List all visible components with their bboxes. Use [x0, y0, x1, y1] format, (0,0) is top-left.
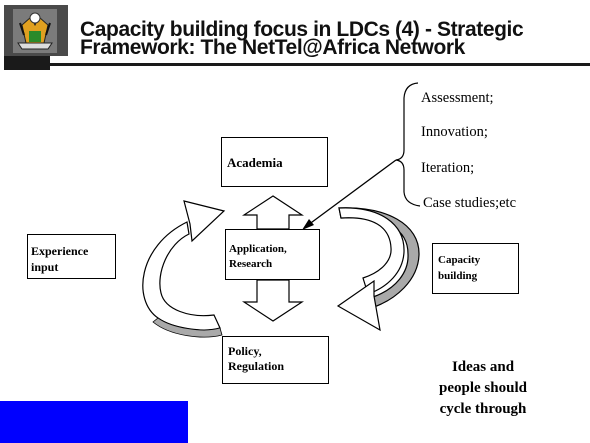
academia-label: Academia	[227, 155, 283, 170]
application-label-line-2: Research	[229, 258, 273, 270]
left-cycle-arrow	[142, 221, 221, 331]
university-crest-icon	[4, 5, 68, 56]
up-arrow	[241, 195, 305, 230]
process-list-item: Assessment;	[421, 90, 494, 106]
capacity-building-box: Capacity building	[432, 243, 519, 294]
process-list-item: Innovation;	[421, 124, 488, 140]
process-list-item: Iteration;	[421, 160, 475, 176]
accent-bar	[0, 401, 188, 443]
academia-box: Academia	[221, 137, 328, 187]
caption-line-3: cycle through	[439, 401, 527, 417]
experience-label-line-2: input	[31, 260, 59, 274]
slide-title-line-1: Capacity building focus in LDCs (4) - St…	[80, 18, 524, 41]
header-underline	[4, 56, 590, 70]
crest-emblem	[4, 5, 68, 56]
caption-line-1: Ideas and	[451, 359, 515, 375]
application-research-box: Application, Research	[225, 229, 320, 280]
policy-label-line-2: Regulation	[228, 359, 285, 373]
slide-title-line-2: Framework: The NetTel@Africa Network	[80, 36, 465, 59]
caption-line-2: people should	[439, 380, 527, 396]
right-cycle-arrow	[338, 207, 405, 295]
process-list-item: Case studies;etc	[423, 195, 517, 211]
right-cycle-arrowhead	[336, 279, 381, 332]
capacity-label-line-1: Capacity	[438, 254, 481, 266]
list-brace	[395, 82, 421, 207]
down-arrow	[241, 279, 305, 322]
policy-label-line-1: Policy,	[228, 344, 262, 358]
experience-label-line-1: Experience	[31, 244, 89, 258]
cycle-caption: Ideas and people should cycle through	[425, 357, 541, 420]
left-cycle-shadow	[152, 317, 223, 338]
pointer-line	[303, 159, 397, 229]
left-cycle-arrowhead	[183, 200, 226, 243]
policy-regulation-box: Policy, Regulation	[222, 336, 329, 384]
pointer-arrowhead	[302, 219, 314, 230]
capacity-label-line-2: building	[438, 270, 478, 282]
application-label-line-1: Application,	[229, 243, 287, 255]
experience-input-box: Experience input	[27, 234, 116, 279]
